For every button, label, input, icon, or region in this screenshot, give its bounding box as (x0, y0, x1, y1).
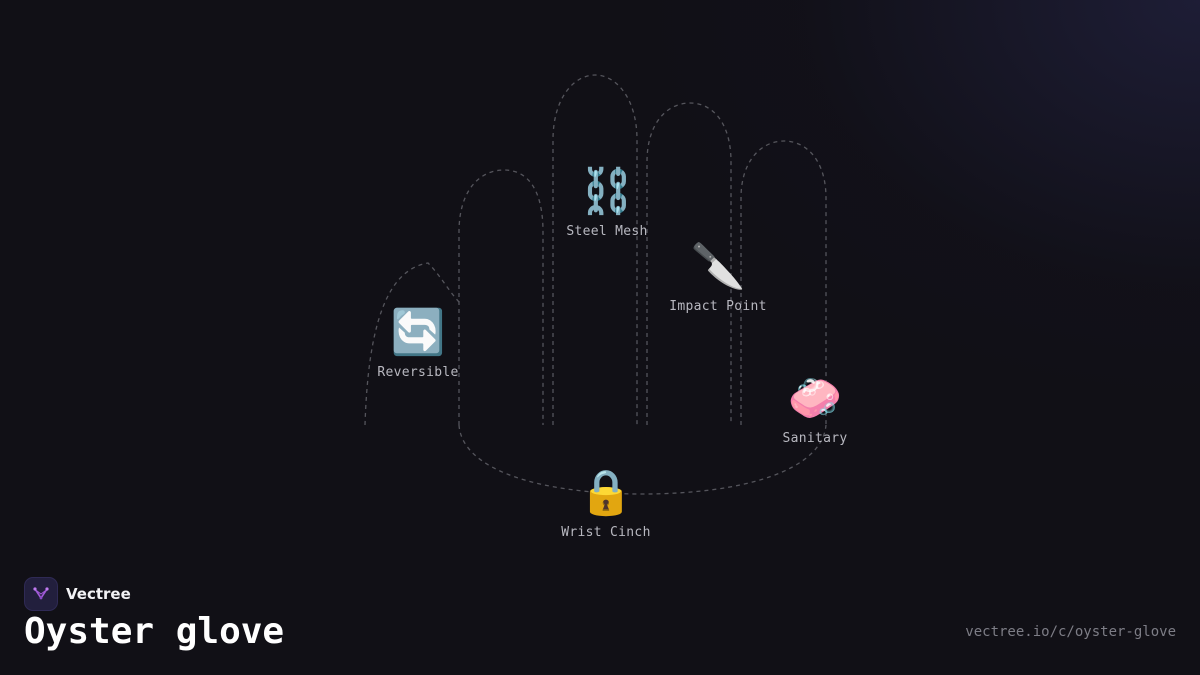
feature-sanitary: 🧼 Sanitary (735, 373, 895, 446)
feature-label: Wrist Cinch (561, 525, 651, 540)
glove-middle-finger-outline (552, 74, 638, 425)
glove-pinky-finger-outline (740, 140, 827, 425)
feature-label: Reversible (377, 365, 459, 380)
page-url[interactable]: vectree.io/c/oyster-glove (965, 624, 1176, 640)
vectree-logo-icon (24, 577, 58, 611)
feature-reversible: 🔄 Reversible (338, 307, 498, 380)
page-title: Oyster glove (24, 611, 285, 652)
chain-link-icon: ⛓️ (579, 166, 635, 217)
kitchen-knife-icon: 🔪 (690, 241, 746, 292)
soap-icon: 🧼 (787, 373, 843, 424)
brand[interactable]: Vectree (24, 577, 131, 611)
glove-index-finger-outline (458, 169, 544, 425)
feature-wrist-cinch: 🔒 Wrist Cinch (526, 467, 686, 540)
feature-label: Steel Mesh (566, 224, 648, 239)
feature-label: Sanitary (782, 431, 848, 446)
glove-ring-finger-outline (646, 102, 732, 425)
padlock-icon: 🔒 (578, 467, 634, 518)
brand-name: Vectree (66, 585, 131, 603)
feature-label: Impact Point (669, 299, 767, 314)
feature-steel-mesh: ⛓️ Steel Mesh (527, 166, 687, 239)
feature-impact-point: 🔪 Impact Point (638, 241, 798, 314)
glove-palm-outline (458, 424, 827, 495)
counterclockwise-arrows-icon: 🔄 (390, 307, 446, 358)
